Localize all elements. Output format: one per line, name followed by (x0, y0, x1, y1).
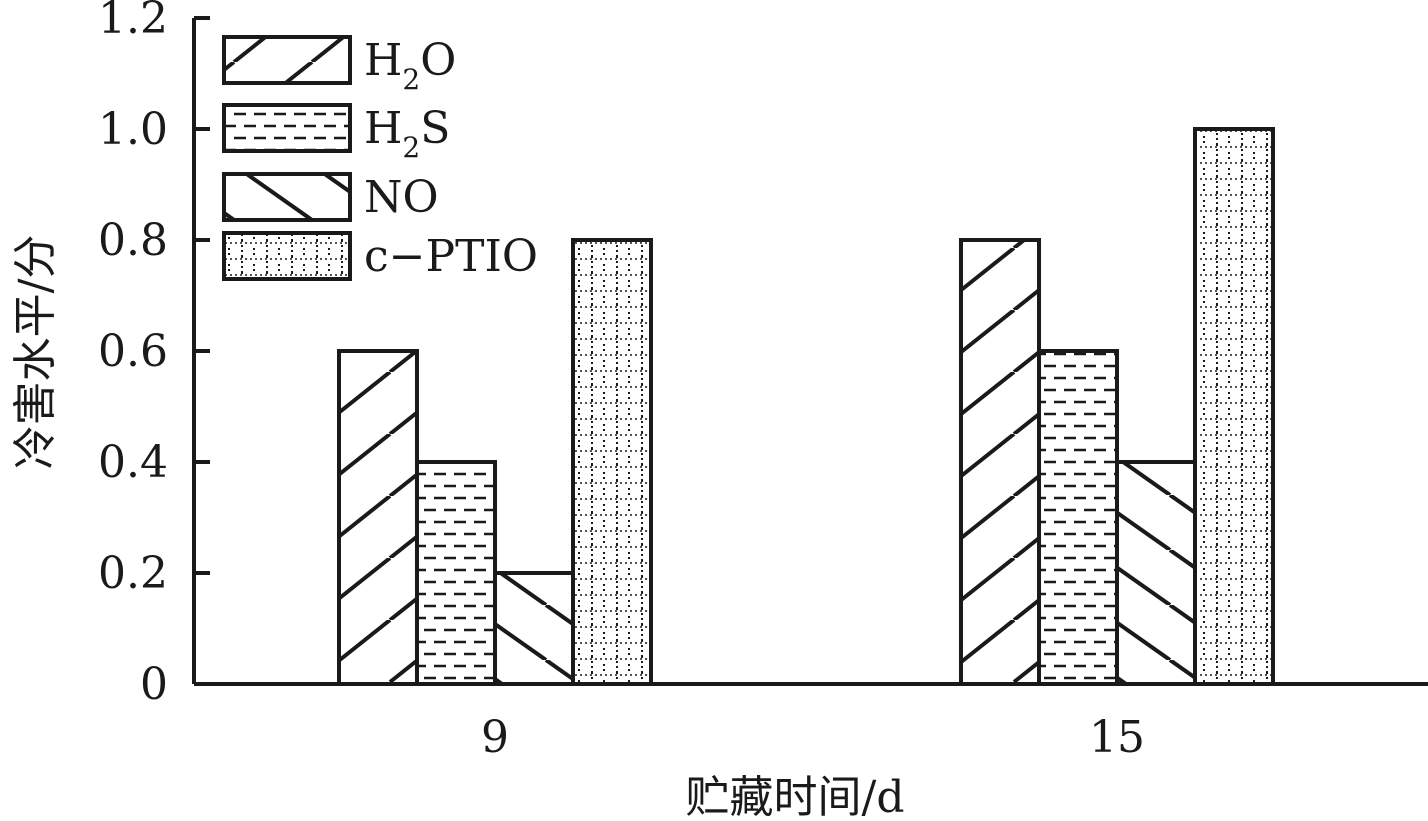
bar-diagonal-down-15 (1115, 460, 1197, 686)
x-tick-label: 15 (1089, 712, 1145, 763)
y-tick-label: 0 (140, 659, 168, 710)
legend-swatch-dotted-grid (222, 231, 352, 281)
y-tick-label: 0.8 (98, 215, 168, 266)
y-ticks: 0 0.2 0.4 0.6 0.8 1.0 1.2 (98, 0, 210, 710)
y-tick-label: 1.2 (98, 0, 168, 44)
bar-diagonal-down-9 (493, 571, 575, 686)
bar-dotted-grid-9 (571, 238, 653, 686)
bar-dotted-grid-15 (1193, 127, 1275, 686)
x-tick-label: 9 (481, 712, 509, 763)
legend-label: H2O (364, 35, 456, 96)
bar-diagonal-up-9 (337, 349, 419, 686)
x-tick-labels: 9 15 (481, 712, 1145, 763)
x-axis-label: 贮藏时间/d (686, 772, 905, 821)
y-tick-label: 0.4 (98, 437, 168, 488)
legend-swatch-diagonal-up (222, 35, 352, 85)
y-tick-label: 0.6 (98, 326, 168, 377)
legend-label: H2S (364, 103, 450, 164)
y-tick-label: 0.2 (98, 548, 168, 599)
legend-swatch-dashes (222, 103, 352, 153)
bar-dashes-15 (1037, 349, 1119, 686)
legend: H2O H2S NO c−PTIO (222, 35, 538, 282)
y-tick-label: 1.0 (98, 104, 168, 155)
bar-dashes-9 (415, 460, 497, 686)
y-axis-label: 冷害水平/分 (10, 235, 61, 470)
bars-layer (337, 127, 1275, 686)
bar-diagonal-up-15 (959, 238, 1041, 686)
legend-label: NO (364, 172, 439, 223)
legend-swatch-diagonal-down (222, 172, 352, 222)
legend-label: c−PTIO (364, 231, 538, 282)
